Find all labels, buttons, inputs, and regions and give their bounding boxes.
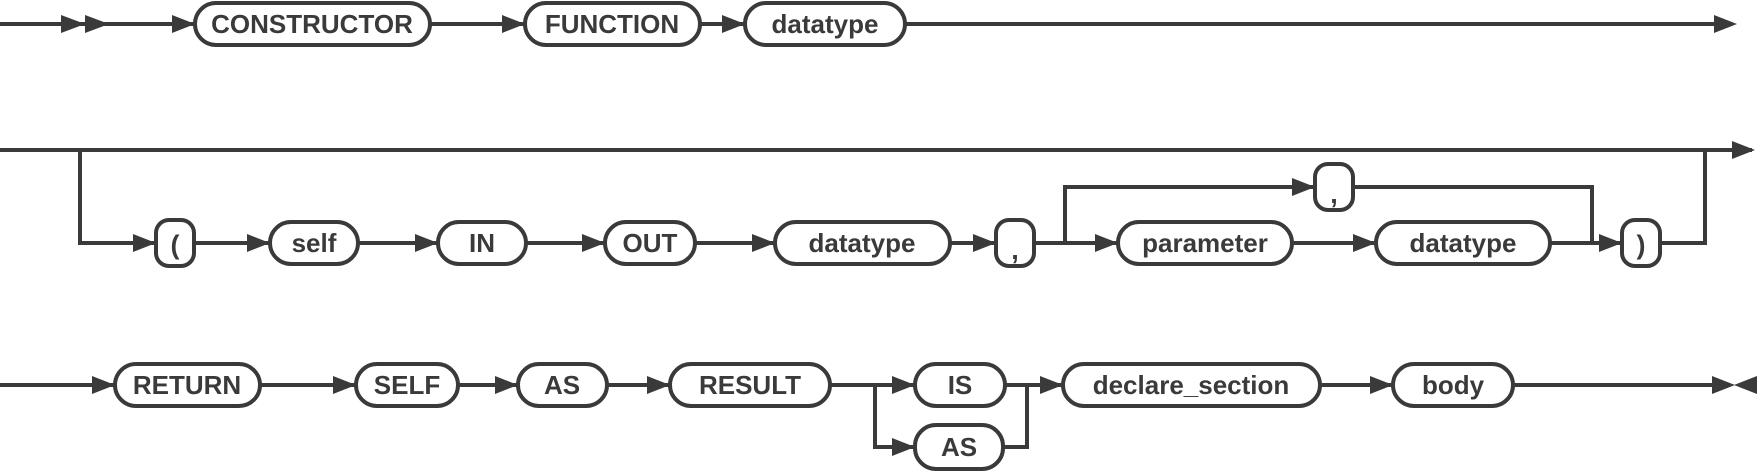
nonterminal-box [773,220,952,266]
arrowhead-icon [172,15,195,33]
arrowhead-icon [973,234,996,252]
terminal-box [913,423,1005,471]
terminal-label: ) [1637,230,1646,260]
terminal-self-return: SELF [354,362,460,408]
terminal-label: OUT [623,228,678,258]
arrowhead-icon [1714,15,1737,33]
arrowhead-icon [92,376,115,394]
arrowhead-icon [752,234,775,252]
nonterminal-box [1374,220,1552,266]
arrowhead-icon [333,376,356,394]
terminal-box [668,362,832,408]
terminal-constructor: CONSTRUCTOR [193,1,432,47]
nonterminal-datatype-1: datatype [773,220,952,266]
arrowhead-icon [1095,234,1118,252]
arrowhead-icon [892,438,915,456]
arrowhead-icon [133,234,156,252]
terminal-box [1313,162,1355,212]
arrowhead-icon [582,234,605,252]
arrowhead-icon [892,376,915,394]
terminal-loop-comma: , [1313,162,1355,212]
arrowhead-icon [502,15,525,33]
terminal-label: IS [948,370,973,400]
terminal-label: , [1011,235,1019,265]
end-marker-left-arrow-icon [1734,376,1757,394]
arrowhead-icon [495,376,518,394]
nonterminal-label: datatype [772,9,879,39]
terminal-label: IN [469,228,495,258]
terminal-label: CONSTRUCTOR [211,9,413,39]
terminal-box [516,362,609,408]
start-arrow-icon [61,15,85,33]
nonterminal-label: datatype [809,228,916,258]
arrowhead-icon [1599,234,1622,252]
arrowhead-icon [415,234,438,252]
terminal-label: self [292,228,337,258]
arrowhead-icon [647,376,670,394]
end-marker-right-arrow-icon [1712,376,1735,394]
terminal-box [268,220,360,266]
terminal-function: FUNCTION [523,1,702,47]
terminal-label: RESULT [699,370,801,400]
terminal-label: FUNCTION [545,9,679,39]
terminal-box [436,220,528,266]
arrowhead-icon [1353,234,1376,252]
terminal-result: RESULT [668,362,832,408]
terminal-label: ( [171,230,180,260]
nonterminal-box [1391,362,1515,408]
terminal-return: RETURN [113,362,262,408]
start-arrow-icon [85,15,109,33]
terminal-label: SELF [374,370,440,400]
terminal-open-paren: ( [154,218,196,268]
terminal-box [354,362,460,408]
terminal-box [603,220,697,266]
nonterminal-datatype: datatype [743,1,907,47]
arrowhead-icon [1040,376,1063,394]
terminal-box [113,362,262,408]
terminal-box [1620,218,1662,268]
terminal-box [994,218,1036,268]
terminal-close-paren: ) [1620,218,1662,268]
terminal-in: IN [436,220,528,266]
terminal-box [523,1,702,47]
terminal-is: IS [913,362,1007,408]
terminal-as-alt: AS [913,423,1005,471]
arrowhead-icon [722,15,745,33]
arrowhead-icon [1292,178,1315,196]
nonterminal-box [1116,220,1294,266]
terminal-label: RETURN [133,370,241,400]
nonterminal-label: declare_section [1093,370,1290,400]
terminal-label: , [1330,179,1338,209]
arrowhead-icon [1732,141,1755,159]
nonterminal-label: parameter [1142,228,1268,258]
arrowhead-icon [1370,376,1393,394]
nonterminal-label: datatype [1410,228,1517,258]
terminal-as: AS [516,362,609,408]
terminal-box [913,362,1007,408]
terminal-self: self [268,220,360,266]
terminal-label: AS [544,370,580,400]
terminal-label: AS [941,432,977,462]
terminal-box [154,218,196,268]
nonterminal-datatype-2: datatype [1374,220,1552,266]
nonterminal-declare-section: declare_section [1061,362,1322,408]
terminal-box [193,1,432,47]
nonterminal-label: body [1422,370,1485,400]
arrowhead-icon [247,234,270,252]
terminal-out: OUT [603,220,697,266]
nonterminal-box [743,1,907,47]
nonterminal-box [1061,362,1322,408]
terminal-comma: , [994,218,1036,268]
nonterminal-parameter: parameter [1116,220,1294,266]
nonterminal-body: body [1391,362,1515,408]
